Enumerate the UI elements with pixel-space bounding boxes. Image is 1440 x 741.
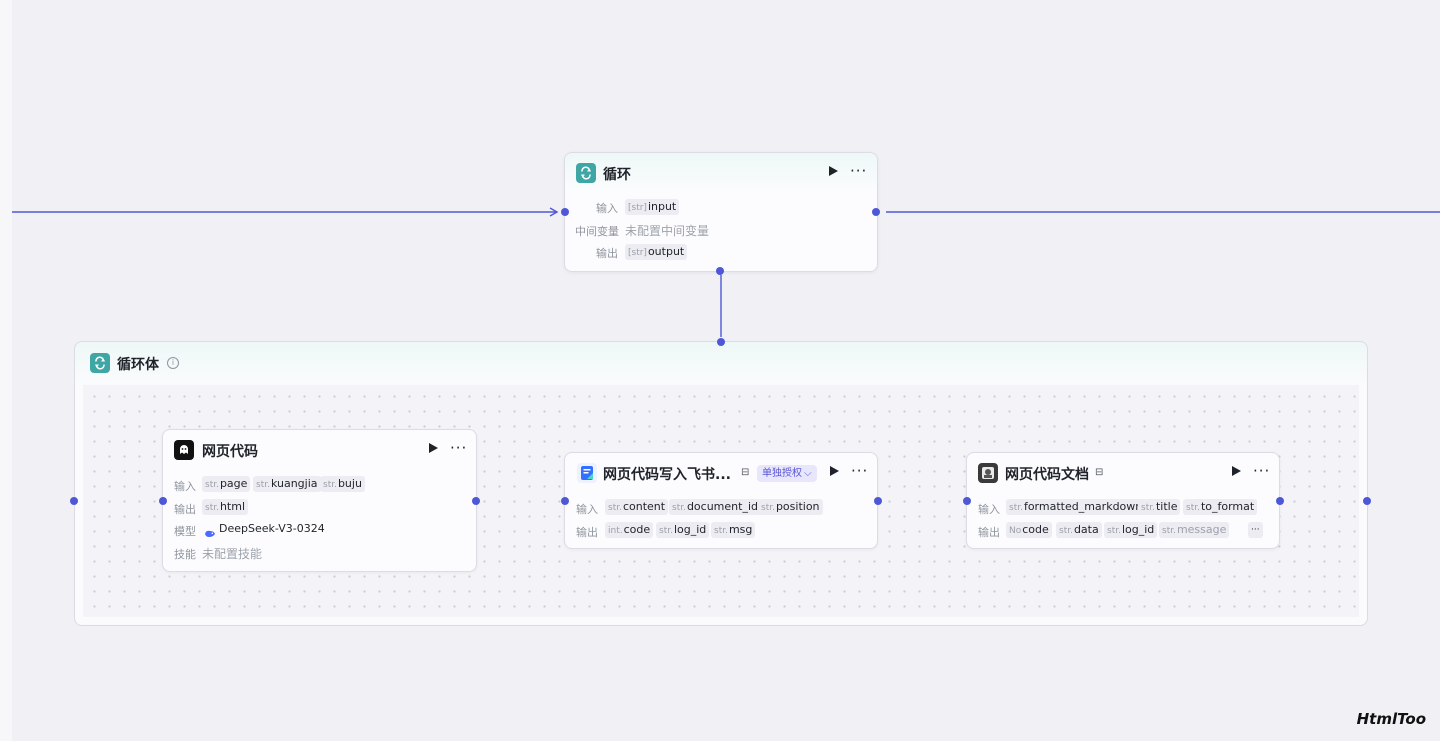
doc-more-icon[interactable]: ···	[1253, 462, 1271, 480]
feishu-output-chip-log-id: str.log_id	[656, 522, 710, 538]
webcode-skill-label: 技能	[174, 548, 196, 561]
doc-output-chip-data: str.data	[1056, 522, 1102, 538]
loop-output-chip: [str]output	[625, 244, 688, 260]
webcode-out-port[interactable]	[472, 497, 480, 505]
webcode-output-chip-html: str.html	[202, 499, 249, 515]
feishu-more-icon[interactable]: ···	[851, 462, 869, 480]
loop-body-title: 循环体	[117, 357, 159, 373]
webcode-input-chip-page: str.page	[202, 476, 251, 492]
loop-output-label: 输出	[596, 247, 618, 260]
feishu-output-chip-msg: str.msg	[711, 522, 756, 538]
doc-avatar-icon	[978, 463, 998, 483]
doc-output-chip-message: str.message	[1159, 522, 1230, 538]
doc-output-overflow-button[interactable]: ···	[1248, 522, 1263, 538]
webcode-output-label: 输出	[174, 503, 196, 516]
loop-more-icon[interactable]: ···	[850, 162, 868, 180]
webcode-node-title: 网页代码	[202, 444, 258, 460]
watermark: HtmlToo	[1356, 710, 1426, 728]
doc-node-header: 网页代码文档 ⊟ ···	[967, 453, 1279, 493]
webcode-model-label: 模型	[174, 525, 196, 538]
body-end-port[interactable]	[1363, 497, 1371, 505]
body-start-port[interactable]	[70, 497, 78, 505]
feishu-output-chip-code: int.code	[605, 522, 654, 538]
webcode-run-icon[interactable]	[429, 443, 438, 453]
auth-badge[interactable]: 单独授权⌵	[757, 465, 817, 482]
webcode-input-label: 输入	[174, 480, 196, 493]
loop-node-header: 循环 ···	[565, 153, 877, 193]
doc-input-chip-formatted-markdown: str.formatted_markdown	[1006, 499, 1146, 515]
loop-node-title: 循环	[603, 167, 631, 183]
doc-output-label: 输出	[978, 526, 1000, 539]
bot-icon	[174, 440, 194, 460]
doc-input-label: 输入	[978, 503, 1000, 516]
loop-var-value: 未配置中间变量	[625, 224, 710, 238]
webcode-more-icon[interactable]: ···	[450, 439, 468, 457]
webcode-input-chip-buju: str.buju	[320, 476, 365, 492]
doc-run-icon[interactable]	[1232, 466, 1241, 476]
doc-input-chip-title: str.title	[1138, 499, 1181, 515]
loop-icon	[576, 163, 596, 183]
canvas-left-strip	[0, 0, 12, 741]
webcode-in-port[interactable]	[159, 497, 167, 505]
doc-node[interactable]: 网页代码文档 ⊟ ··· 输入 str.formatted_markdown s…	[966, 452, 1280, 549]
feishu-run-icon[interactable]	[830, 466, 839, 476]
feishu-doc-icon	[577, 463, 597, 483]
doc-output-chip-log-id: str.log_id	[1104, 522, 1158, 538]
webcode-node[interactable]: 网页代码 ··· 输入 str.page str.kuangjia str.bu…	[162, 429, 477, 572]
link-icon: ⊟	[741, 467, 750, 478]
webcode-model-value: DeepSeek-V3-0324	[219, 522, 325, 535]
feishu-out-port[interactable]	[874, 497, 882, 505]
webcode-input-chip-kuangjia: str.kuangjia	[253, 476, 321, 492]
feishu-input-label: 输入	[576, 503, 598, 516]
feishu-input-chip-document-id: str.document_id	[669, 499, 761, 515]
doc-in-port[interactable]	[963, 497, 971, 505]
loop-input-chip: [str]input	[625, 199, 680, 215]
loop-in-port[interactable]	[561, 208, 569, 216]
feishu-in-port[interactable]	[561, 497, 569, 505]
doc-out-port[interactable]	[1276, 497, 1284, 505]
doc-node-title: 网页代码文档	[1005, 467, 1089, 483]
loop-node[interactable]: 循环 ··· 输入 [str]input 中间变量 未配置中间变量 输出 [st…	[564, 152, 878, 272]
info-icon[interactable]: i	[167, 357, 179, 369]
feishu-input-chip-content: str.content	[605, 499, 669, 515]
feishu-node-header: 网页代码写入飞书... ⊟ 单独授权⌵ ···	[565, 453, 877, 493]
loop-run-icon[interactable]	[829, 166, 838, 176]
loop-var-label: 中间变量	[575, 225, 619, 238]
doc-output-chip-code: Nocode	[1006, 522, 1052, 538]
loop-body-icon	[90, 353, 110, 373]
feishu-output-label: 输出	[576, 526, 598, 539]
feishu-node[interactable]: 网页代码写入飞书... ⊟ 单独授权⌵ ··· 输入 str.content s…	[564, 452, 878, 549]
feishu-node-title: 网页代码写入飞书...	[603, 467, 731, 483]
webcode-node-header: 网页代码 ···	[163, 430, 476, 470]
loop-body-in-port[interactable]	[717, 338, 725, 346]
doc-input-chip-to-format: str.to_format	[1183, 499, 1258, 515]
deepseek-icon	[204, 524, 216, 537]
webcode-skill-value: 未配置技能	[202, 547, 263, 561]
loop-body-out-port[interactable]	[716, 267, 724, 275]
loop-out-port[interactable]	[872, 208, 880, 216]
doc-link-icon: ⊟	[1095, 467, 1104, 478]
chevron-down-icon: ⌵	[804, 468, 812, 479]
feishu-input-chip-position: str.position	[758, 499, 823, 515]
loop-input-label: 输入	[596, 202, 618, 215]
